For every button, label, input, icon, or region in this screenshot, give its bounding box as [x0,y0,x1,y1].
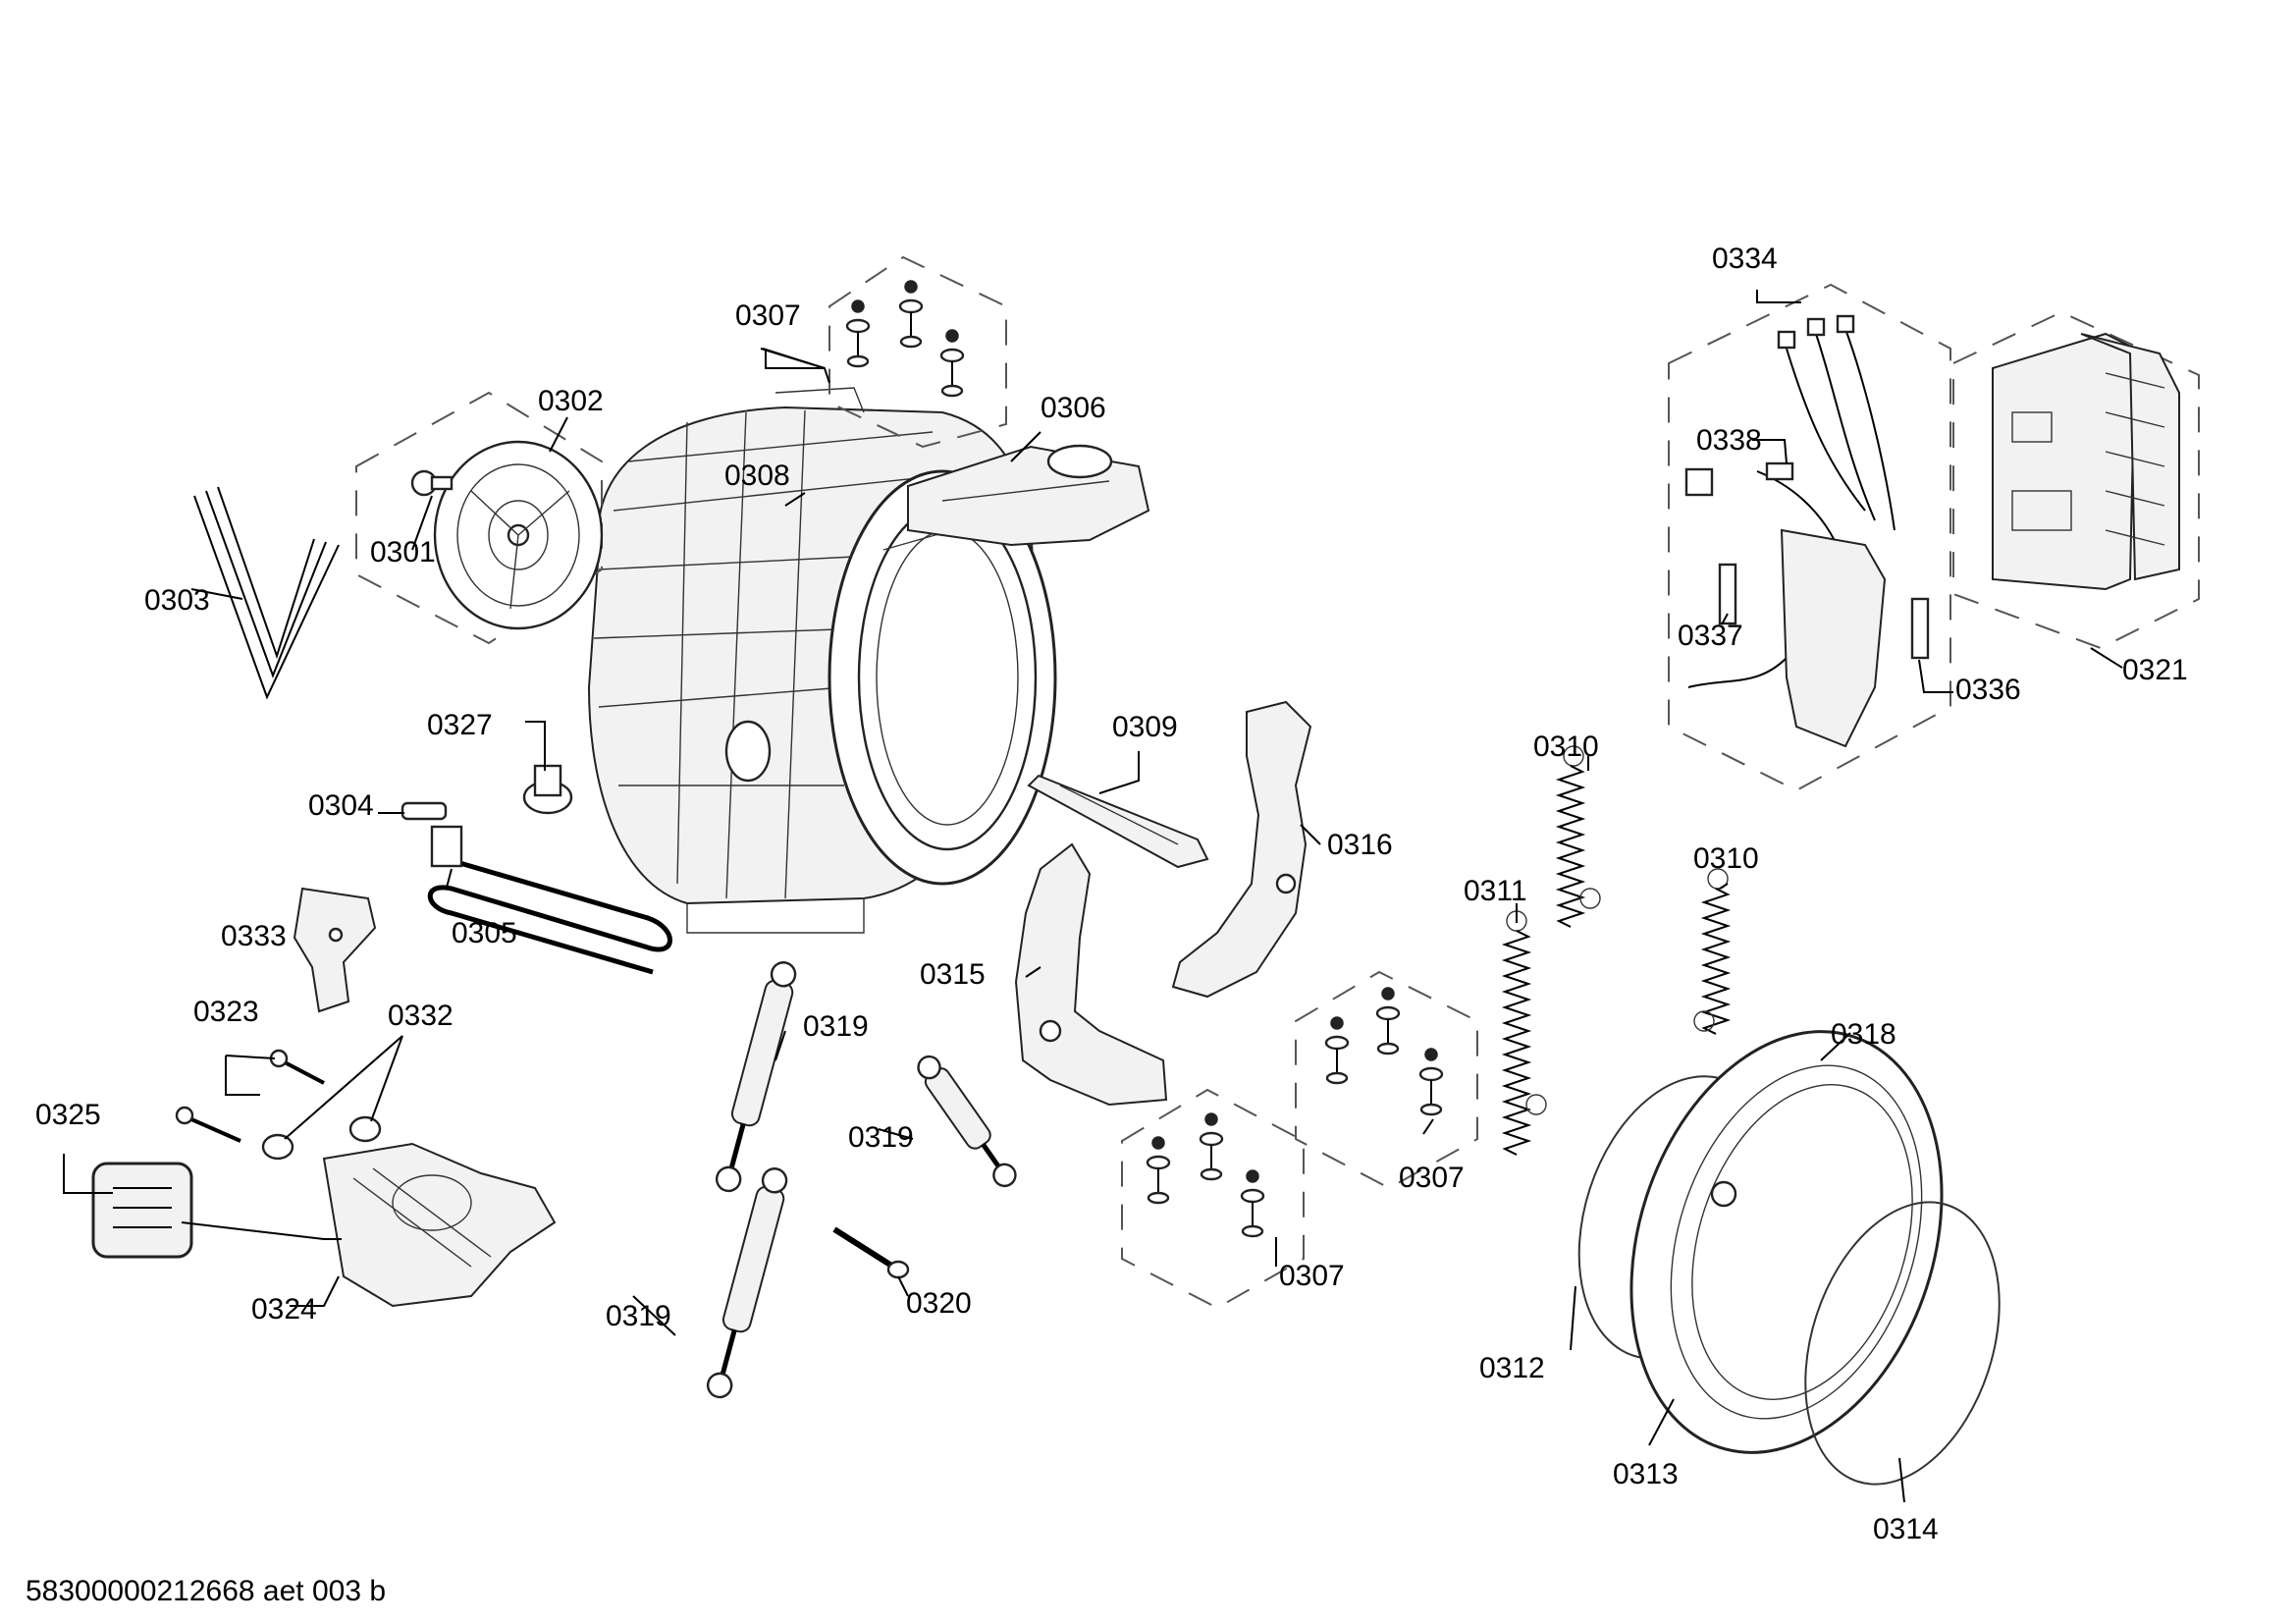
pressure-sensor-drawing [522,764,573,815]
label-0320: 0320 [906,1287,972,1320]
pulley-drawing [433,440,604,630]
label-0336: 0336 [1955,674,2021,706]
label-0312: 0312 [1479,1352,1545,1384]
label-0337: 0337 [1678,620,1743,652]
label-0315: 0315 [920,958,986,991]
shock-absorber-upper [713,959,800,1194]
ntc-sensor-drawing [400,801,448,821]
label-0307-top: 0307 [735,299,801,332]
label-0301: 0301 [370,536,436,568]
label-0319-upper: 0319 [803,1010,869,1043]
label-0305: 0305 [452,917,517,949]
motor-screws-drawing [175,1049,325,1143]
label-0306: 0306 [1041,392,1106,424]
label-0310-left: 0310 [1533,731,1599,763]
label-0303: 0303 [144,584,210,617]
drum-paddle-drawing [1027,774,1209,869]
pulley-bolt-drawing [410,469,454,497]
drive-belt-drawing [193,486,340,700]
label-0313: 0313 [1613,1458,1679,1490]
label-0319-lower: 0319 [606,1300,671,1332]
pin-drawing [832,1226,910,1279]
label-0334: 0334 [1712,243,1778,275]
spring-upper-drawing [1555,745,1601,928]
label-0332: 0332 [388,1000,454,1032]
screw-set-bottom [1146,1111,1265,1238]
wiring-harness-drawing [1684,314,1930,748]
label-0327: 0327 [427,709,493,741]
label-0319-middle: 0319 [848,1121,914,1154]
group-outline-module [1952,310,2200,650]
label-0325: 0325 [35,1099,101,1131]
spring-long-drawing [1501,910,1547,1156]
label-0309: 0309 [1112,711,1178,743]
leader-lines [63,290,2123,1503]
label-0323: 0323 [193,996,259,1028]
label-0304: 0304 [308,789,374,822]
motor-bushes-drawing [261,1115,382,1161]
group-outline-pulley [355,391,603,645]
group-outline-screws-right [1295,970,1478,1190]
label-0307-right: 0307 [1399,1162,1465,1194]
document-code: 58300000212668 aet 003 b [26,1575,387,1607]
group-outline-wiring [1668,283,1951,792]
door-gasket-drawing [1629,1030,1944,1454]
heater-drawing [427,825,672,975]
label-0308: 0308 [724,460,790,492]
shock-absorber-middle [917,1055,1017,1188]
label-0310-right: 0310 [1693,842,1759,875]
label-0321: 0321 [2122,654,2188,686]
front-ring-drawing [1804,1201,2001,1486]
label-0333: 0333 [221,920,287,952]
screw-set-top [845,279,965,398]
label-0324: 0324 [251,1293,317,1326]
rear-bracket-drawing [1171,700,1312,999]
label-0314: 0314 [1873,1513,1939,1545]
label-0318: 0318 [1831,1018,1896,1051]
motor-connector-drawing [91,1162,193,1259]
label-0302: 0302 [538,385,604,417]
shock-absorber-lower [704,1165,791,1400]
group-outline-screws-bottom [1121,1088,1305,1310]
bracket-drawing [293,887,377,1013]
label-0338: 0338 [1696,424,1762,457]
label-0311: 0311 [1464,875,1527,907]
label-0307-bottom: 0307 [1279,1260,1345,1292]
group-outline-screws-top [828,255,1007,449]
screw-set-right [1324,986,1444,1116]
motor-drawing [322,1142,557,1308]
spring-right-drawing [1693,868,1732,1035]
front-bracket-drawing [1014,842,1168,1107]
label-0316: 0316 [1327,829,1393,861]
counterweight-top-drawing [907,444,1150,547]
control-module-drawing [1992,332,2180,591]
